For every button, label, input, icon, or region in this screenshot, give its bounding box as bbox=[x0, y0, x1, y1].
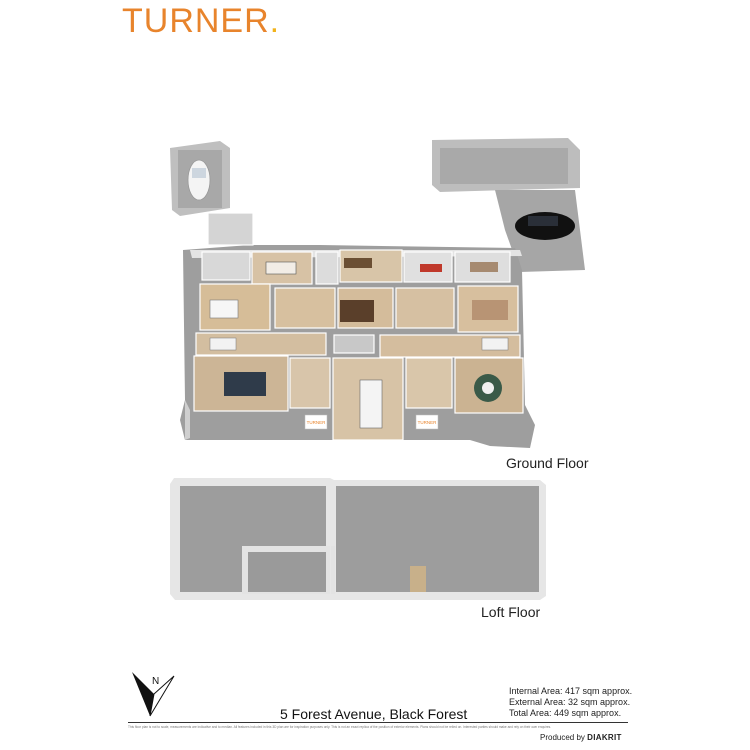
area-summary: Internal Area: 417 sqm approx. External … bbox=[509, 686, 632, 719]
brand-name: TURNER bbox=[122, 2, 270, 40]
compass-label: N bbox=[152, 676, 159, 687]
footer-divider bbox=[128, 722, 628, 723]
brand-logo: TURNER. bbox=[122, 2, 280, 41]
produced-by-label: Produced by bbox=[540, 733, 585, 742]
brand-dot: . bbox=[269, 2, 281, 40]
producer-name: DIAKRIT bbox=[587, 733, 622, 742]
total-area: Total Area: 449 sqm approx. bbox=[509, 708, 622, 718]
furniture bbox=[209, 258, 509, 429]
signage-right-text: TURNER bbox=[418, 420, 437, 425]
ground-floor-label: Ground Floor bbox=[506, 455, 589, 471]
loft-floor-label: Loft Floor bbox=[481, 604, 541, 620]
produced-by: Produced by DIAKRIT bbox=[540, 733, 622, 742]
north-compass-icon: N bbox=[132, 672, 175, 717]
disclaimer-text: This floor plan is not to scale, measure… bbox=[128, 725, 552, 729]
garage-left bbox=[170, 141, 230, 216]
signage-left-text: TURNER bbox=[307, 420, 326, 425]
external-area: External Area: 32 sqm approx. bbox=[509, 697, 631, 707]
property-address: 5 Forest Avenue, Black Forest bbox=[280, 706, 468, 722]
internal-area: Internal Area: 417 sqm approx. bbox=[509, 686, 633, 696]
loft-floor bbox=[170, 478, 546, 600]
signage-boards: TURNER TURNER bbox=[304, 414, 439, 430]
